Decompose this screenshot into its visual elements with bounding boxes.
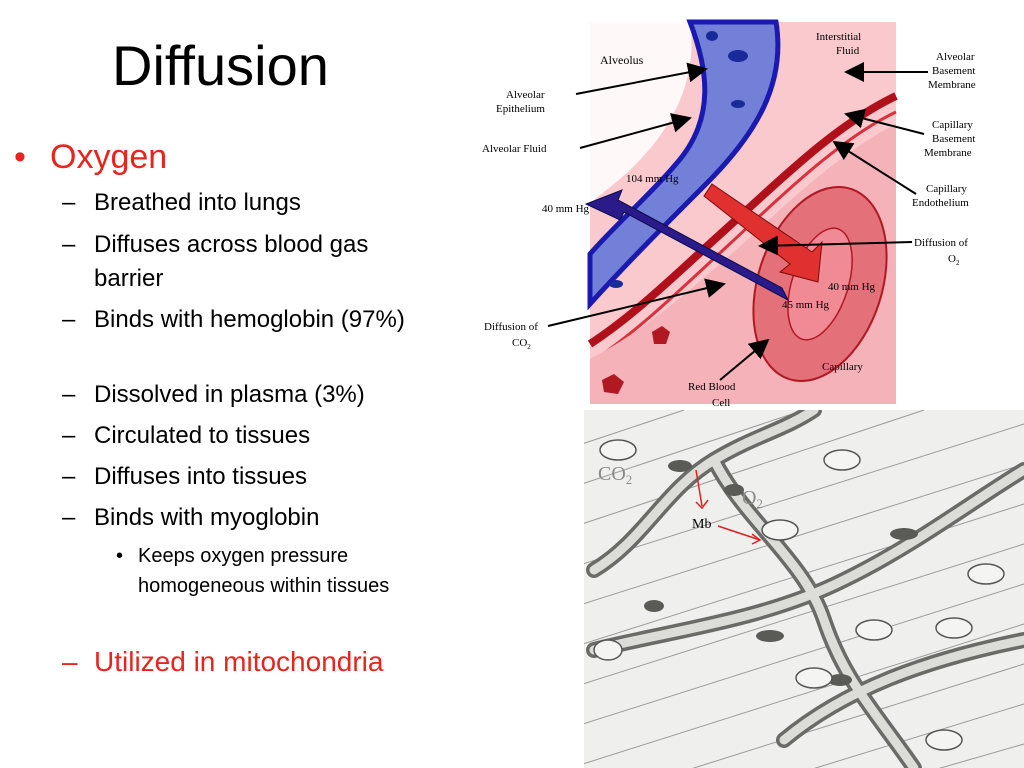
label-104-mmhg: 104 mm Hg <box>626 173 679 185</box>
label-alveolus: Alveolus <box>600 53 644 67</box>
svg-text:Basement: Basement <box>932 133 975 145</box>
svg-text:Membrane: Membrane <box>928 79 976 91</box>
label-o2: O2 <box>742 487 763 511</box>
svg-text:Endothelium: Endothelium <box>912 197 969 209</box>
mitochondria <box>593 439 1005 751</box>
label-capillary: Capillary <box>822 361 863 373</box>
label-45-mmhg: 45 mm Hg <box>782 299 830 311</box>
label-alveolar-fluid: Alveolar Fluid <box>482 143 547 155</box>
label-interstitial-fluid: Interstitial <box>816 31 861 43</box>
bullet-dot: • <box>14 138 26 176</box>
label-co2: CO2 <box>598 463 632 487</box>
co2-diffusion-arrow <box>584 189 790 302</box>
svg-text:Membrane: Membrane <box>924 147 972 159</box>
svg-text:CO2: CO2 <box>512 337 531 351</box>
mb-arrows <box>695 469 762 545</box>
label-alveolar-basement-membrane: Alveolar <box>936 51 975 63</box>
label-capillary-basement-membrane: Capillary <box>932 119 973 131</box>
nuclei <box>644 460 918 686</box>
svg-text:O2: O2 <box>948 253 960 267</box>
svg-text:Epithelium: Epithelium <box>496 103 545 115</box>
label-40-mmhg-left: 40 mm Hg <box>542 203 590 215</box>
bullet-oxygen-text: Oxygen <box>50 138 168 176</box>
o2-diffusion-arrow <box>703 183 823 283</box>
label-pointers <box>547 62 928 381</box>
label-red-blood-cell: Red Blood <box>688 381 736 393</box>
label-capillary-endothelium: Capillary <box>926 183 967 195</box>
label-40-mmhg-right: 40 mm Hg <box>828 281 876 293</box>
tissue-capillary-sketch: CO2 O2 Mb <box>584 410 1024 768</box>
svg-text:Fluid: Fluid <box>836 45 860 57</box>
slide-title: Diffusion <box>112 34 329 97</box>
label-mb: Mb <box>692 517 711 532</box>
small-rbc <box>652 326 670 344</box>
label-diffusion-co2: Diffusion of <box>484 321 538 333</box>
nucleus-blob <box>728 50 748 62</box>
label-alveolar-epithelium: Alveolar <box>506 89 545 101</box>
svg-text:Basement: Basement <box>932 65 975 77</box>
alveolus-space <box>590 22 692 204</box>
label-diffusion-o2: Diffusion of <box>914 237 968 249</box>
capillary-endothelium <box>587 92 898 348</box>
blood-gas-barrier-diagram: Alveolus Interstitial Fluid Alveolar Epi… <box>482 19 976 409</box>
svg-text:Cell: Cell <box>712 397 730 409</box>
alveolar-wall <box>587 19 781 311</box>
